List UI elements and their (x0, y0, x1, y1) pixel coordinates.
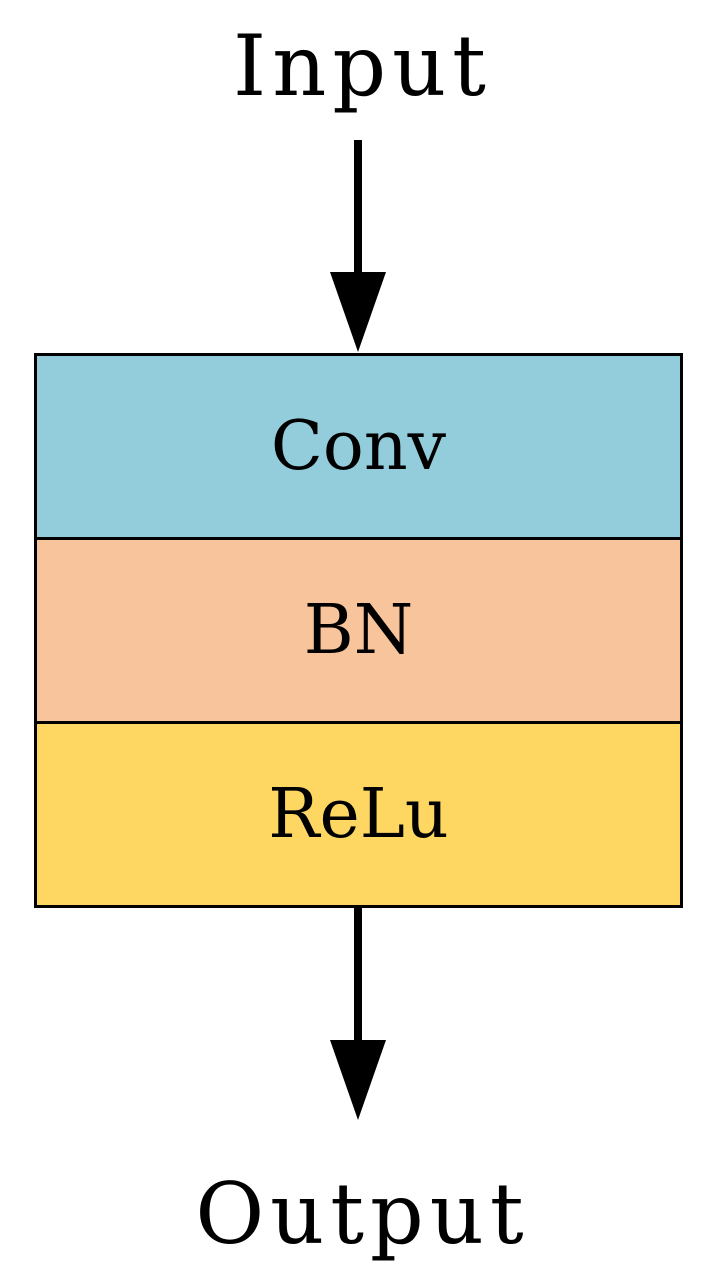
relu-layer-label: ReLu (268, 775, 449, 854)
bn-layer: BN (37, 537, 680, 721)
conv-layer-label: Conv (270, 407, 447, 486)
bn-layer-label: BN (303, 591, 414, 670)
layer-stack: Conv BN ReLu (34, 353, 683, 908)
output-arrow-head (330, 1040, 386, 1120)
conv-layer: Conv (37, 356, 680, 537)
input-arrow (330, 140, 386, 352)
input-label: Input (233, 17, 492, 115)
output-label: Output (195, 1165, 530, 1263)
relu-layer: ReLu (37, 721, 680, 905)
output-arrow (330, 908, 386, 1120)
input-arrow-head (330, 272, 386, 352)
